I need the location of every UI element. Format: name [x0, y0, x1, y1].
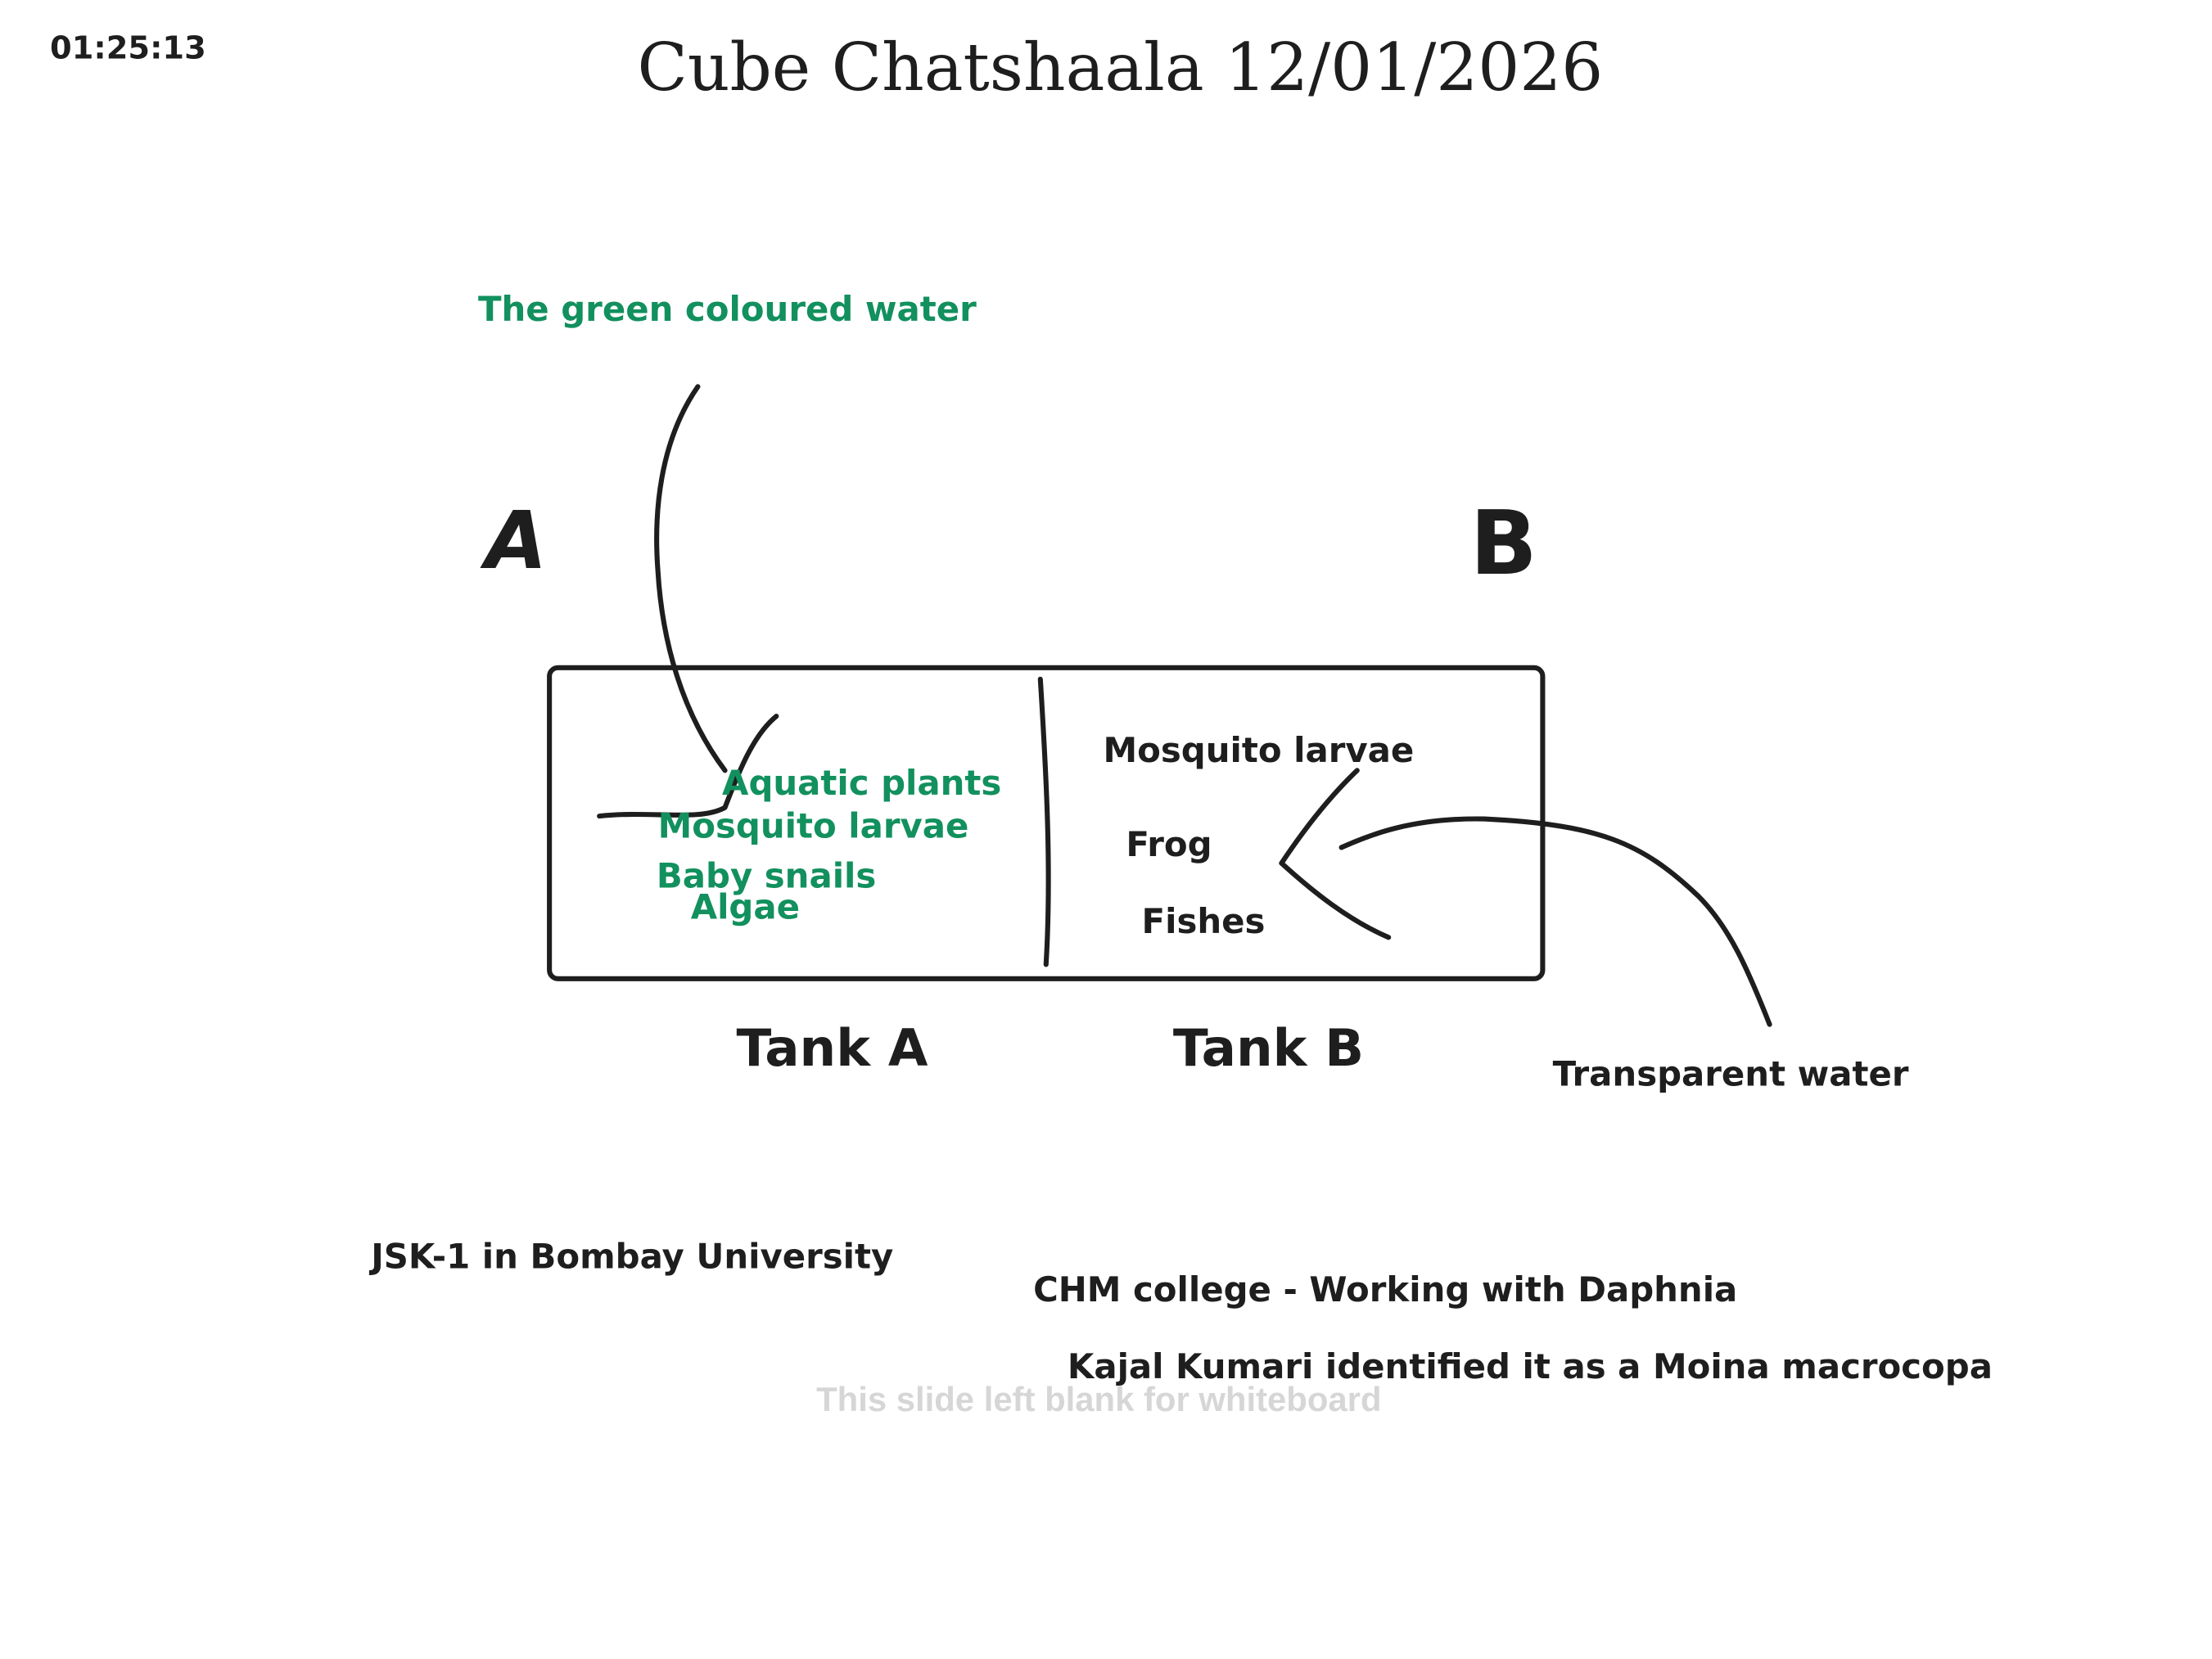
label-tank-b: Tank B	[1172, 1020, 1365, 1079]
label-green-water: The green coloured water	[477, 289, 977, 330]
green-water-arrow	[654, 384, 728, 773]
label-tank-a: Tank A	[736, 1020, 928, 1079]
label-transparent-water: Transparent water	[1552, 1054, 1909, 1095]
blank-slide-watermark: This slide left blank for whiteboard	[816, 1381, 1382, 1420]
aquatic-plant-stroke	[597, 714, 779, 819]
tank-a-mosquito-larvae: Mosquito larvae	[657, 805, 969, 846]
tank-divider	[1037, 676, 1051, 967]
label-letter-a: A	[485, 494, 548, 588]
tank-a-aquatic-plants: Aquatic plants	[722, 763, 1002, 804]
note-chm: CHM college - Working with Daphnia	[1033, 1269, 1738, 1310]
note-jsk: JSK-1 in Bombay University	[371, 1237, 894, 1278]
tank-a-baby-snails: Baby snails	[656, 855, 877, 896]
label-letter-b: B	[1469, 490, 1537, 595]
tank-a-algae: Algae	[690, 887, 800, 928]
tank-b-fishes: Fishes	[1141, 901, 1266, 942]
tank-b-frog: Frog	[1126, 824, 1212, 865]
session-timer: 01:25:13	[50, 31, 206, 67]
tank-b-bracket	[1279, 768, 1392, 940]
transparent-water-arrow	[1338, 816, 1772, 1027]
note-kajal: Kajal Kumari identified it as a Moina ma…	[1067, 1346, 1993, 1387]
page-title: Cube Chatshaala 12/01/2026	[637, 28, 1604, 106]
tank-b-mosquito-larvae: Mosquito larvae	[1103, 730, 1415, 771]
